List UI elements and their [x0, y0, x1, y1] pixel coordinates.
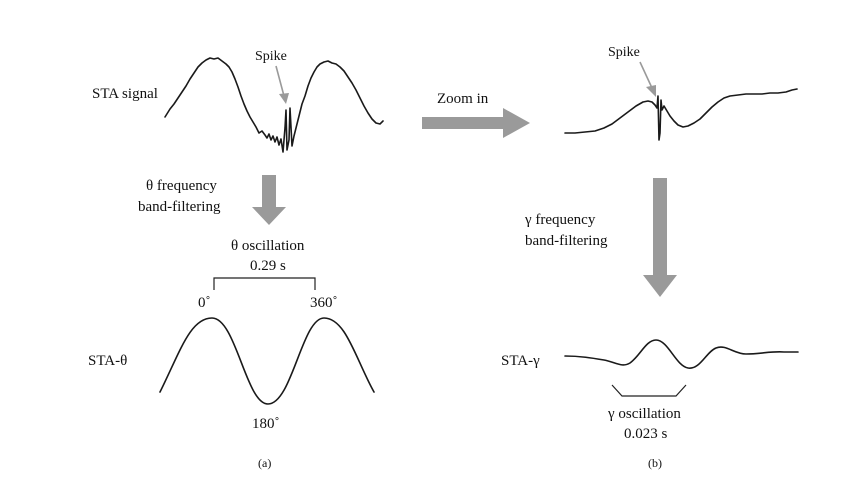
spike-label-a: Spike	[255, 49, 287, 64]
spike-pointer-arrow-b	[639, 61, 656, 97]
zoom-arrow	[422, 108, 530, 138]
sta-gamma-label: STA-γ	[501, 353, 540, 369]
panel-b: Spike γ frequency band-filtering STA-γ γ…	[501, 45, 799, 470]
theta-period-value: 0.29 s	[250, 258, 286, 274]
theta-oscillation-label: θ oscillation	[231, 238, 305, 254]
theta-period-bracket	[213, 277, 316, 290]
caption-b: (b)	[648, 456, 662, 470]
gamma-filter-label-1: γ frequency	[524, 212, 596, 228]
zoom-group: Zoom in	[422, 91, 530, 138]
phase-180-label: 180˚	[252, 416, 280, 432]
theta-filter-label-1: θ frequency	[146, 178, 217, 194]
sta-signal-trace	[164, 57, 384, 153]
phase-0-label: 0˚	[198, 295, 211, 311]
theta-filter-label-2: band-filtering	[138, 199, 221, 215]
sta-theta-label: STA-θ	[88, 353, 127, 369]
gamma-period-value: 0.023 s	[624, 426, 668, 442]
spike-label-b: Spike	[608, 45, 640, 60]
spike-pointer-arrow-a	[275, 65, 289, 104]
caption-a: (a)	[258, 456, 271, 470]
gamma-oscillation-label: γ oscillation	[607, 406, 681, 422]
phase-360-label: 360˚	[310, 295, 338, 311]
sta-theta-trace	[159, 317, 375, 405]
gamma-filter-arrow	[643, 178, 677, 297]
zoom-in-label: Zoom in	[437, 91, 489, 107]
theta-filter-arrow	[252, 175, 286, 225]
gamma-filter-label-2: band-filtering	[525, 233, 608, 249]
sta-gamma-trace	[564, 339, 799, 369]
panel-a: STA signal Spike θ frequency band-filter…	[88, 49, 384, 470]
zoomed-sta-trace	[564, 88, 798, 141]
sta-signal-label: STA signal	[92, 86, 158, 102]
gamma-period-bracket	[611, 384, 687, 397]
